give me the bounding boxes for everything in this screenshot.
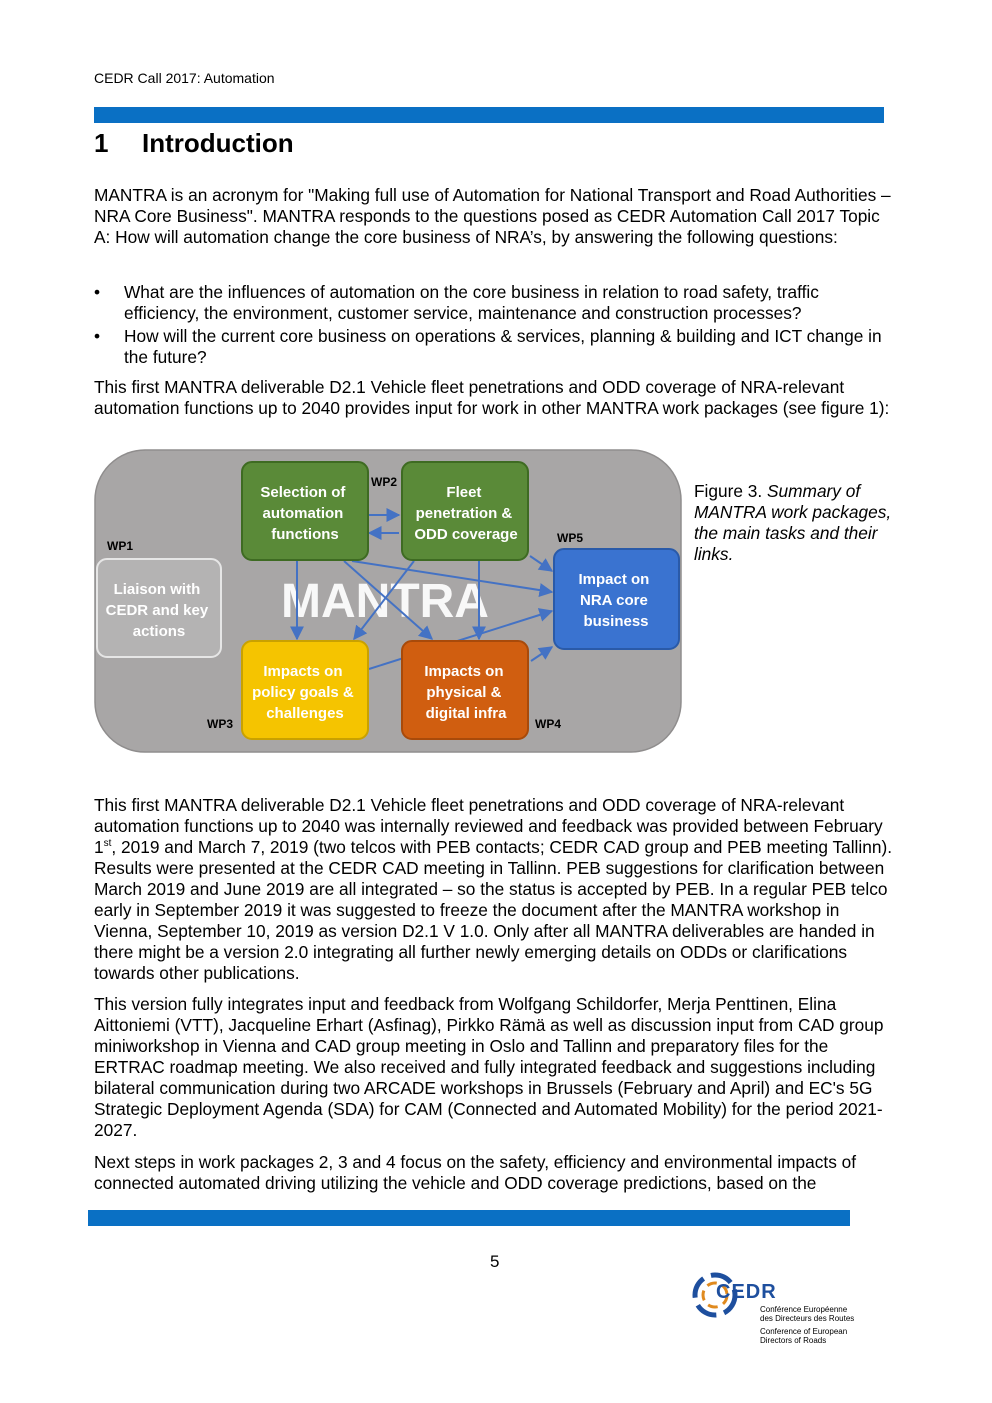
svg-text:Selection of automation: Selection of automation functions — [260, 484, 349, 543]
running-header: CEDR Call 2017: Automation — [94, 70, 275, 86]
next-steps-paragraph: Next steps in work packages 2, 3 and 4 f… — [94, 1152, 857, 1193]
wp4-line: digital infra — [426, 705, 507, 722]
intro-paragraph: MANTRA is an acronym for "Making full us… — [94, 185, 891, 247]
footer-rule — [88, 1210, 850, 1226]
page-number: 5 — [490, 1252, 500, 1271]
wp2-selection-line: automation — [262, 505, 343, 522]
wp2-selection-box — [241, 461, 369, 561]
caption-label: Figure 3. — [694, 481, 763, 501]
arrow-wp2a-wp4 — [343, 560, 434, 640]
wp4-line: Impacts on — [424, 663, 503, 680]
wp2-selection-line: functions — [271, 526, 339, 543]
bullet-icon: • — [94, 326, 101, 346]
mantra-watermark: MANTRA — [281, 575, 489, 628]
wp4-tag: WP4 — [535, 717, 561, 731]
svg-text:Fleet penetration & OD: Fleet penetration & ODD coverage — [414, 484, 517, 543]
wp2-fleet-line: Fleet — [446, 484, 481, 501]
bullet-icon: • — [94, 282, 101, 302]
arrow-wp2a-wp5 — [351, 560, 554, 597]
figure-caption: Figure 3. Summary of MANTRA work package… — [694, 481, 894, 565]
wp4-box — [401, 640, 529, 740]
logo-word: CEDR — [716, 1281, 777, 1303]
wp2-tag: WP2 — [371, 475, 397, 489]
wp3-box — [241, 640, 369, 740]
section-number: 1 — [94, 128, 109, 158]
wp1-tag: WP1 — [107, 539, 133, 553]
wp3-line: policy goals & — [252, 684, 354, 701]
svg-text:Impacts on policy goals &: Impacts on policy goals & challenges — [252, 663, 358, 722]
figure-intro-paragraph: This first MANTRA deliverable D2.1 Vehic… — [94, 377, 890, 418]
arrow-wp2b-wp5 — [529, 555, 554, 572]
work-package-diagram: MANTRA WP1 Liaison with CEDR and key act… — [94, 449, 682, 753]
wp1-box — [96, 558, 222, 658]
wp1-line: CEDR and key — [106, 602, 209, 619]
wp3-line: Impacts on — [263, 663, 342, 680]
wp1-line: actions — [133, 623, 186, 640]
list-item: •What are the influences of automation o… — [94, 282, 819, 323]
section-title: Introduction — [142, 128, 294, 158]
question-list: •What are the influences of automation o… — [94, 282, 894, 370]
wp2-selection-line: Selection of — [260, 484, 346, 501]
wp5-line: business — [583, 613, 648, 630]
wp5-line: Impact on — [578, 571, 649, 588]
wp1-line: Liaison with — [114, 581, 201, 598]
version-paragraph: This version fully integrates input and … — [94, 994, 884, 1140]
review-paragraph: This first MANTRA deliverable D2.1 Vehic… — [94, 795, 893, 983]
wp5-box — [553, 548, 680, 650]
wp5-line: NRA core — [580, 592, 648, 609]
logo-line-english: Conference of European Directors of Road… — [760, 1327, 848, 1345]
section-heading: 1 Introduction — [94, 128, 294, 159]
link-arrows — [290, 508, 554, 670]
wp2-fleet-line: penetration & — [416, 505, 513, 522]
arrow-wp2b-wp3 — [353, 560, 415, 641]
svg-text:Liaison with CEDR and key: Liaison with CEDR and key actions — [106, 581, 213, 640]
caption-text: Summary of MANTRA work packages, the mai… — [694, 481, 892, 564]
wp4-line: physical & — [426, 684, 501, 701]
cedr-logo-icon — [692, 1272, 738, 1318]
svg-text:Impact on NRA core bus: Impact on NRA core business — [578, 571, 653, 630]
arrow-wp4-wp5 — [530, 646, 554, 662]
header-rule — [94, 107, 884, 123]
svg-text:Impacts on physical &: Impacts on physical & digital infra — [424, 663, 507, 722]
list-item: •How will the current core business on o… — [94, 326, 882, 367]
wp5-tag: WP5 — [557, 531, 583, 545]
wp2-fleet-line: ODD coverage — [414, 526, 517, 543]
wp3-tag: WP3 — [207, 717, 233, 731]
logo-line-french: Conférence Européenne des Directeurs des… — [760, 1305, 855, 1323]
wp2-fleet-box — [401, 461, 529, 561]
wp3-line: challenges — [266, 705, 344, 722]
